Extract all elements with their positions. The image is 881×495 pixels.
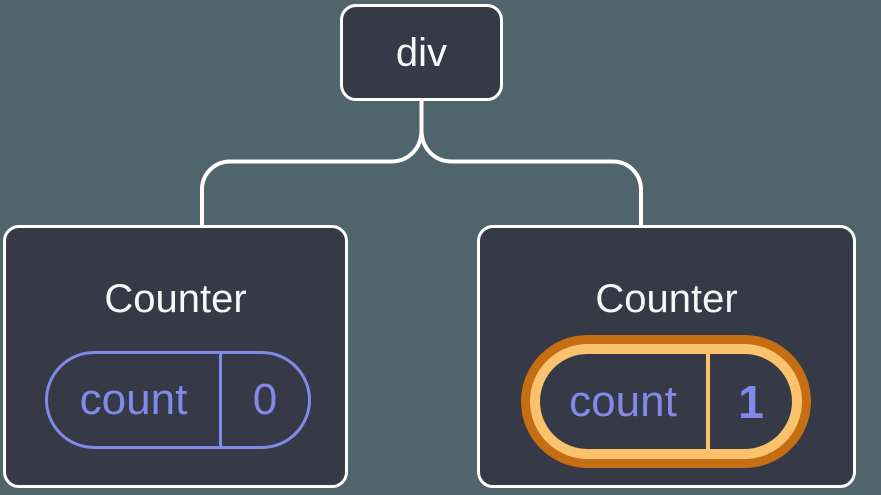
highlight-ring-outer: count 1 (521, 335, 811, 468)
state-key-cell: count (48, 354, 222, 446)
state-pill-highlighted: count 1 (540, 354, 792, 449)
state-key-label: count (79, 375, 188, 424)
edge-right-child (419, 128, 643, 229)
counter-node-right: Counter count 1 (477, 225, 856, 488)
state-value-label: 0 (252, 375, 278, 424)
state-key-cell: count (540, 354, 710, 449)
state-value-label: 1 (738, 375, 764, 428)
counter-title: Counter (595, 277, 738, 321)
tree-edges (200, 97, 643, 229)
root-node: div (340, 4, 503, 101)
edge-left-child (200, 128, 424, 229)
state-pill: count 0 (45, 351, 311, 449)
root-node-label: div (395, 30, 448, 75)
state-value-cell: 1 (710, 354, 792, 449)
highlight-ring-inner: count 1 (530, 344, 802, 459)
state-value-cell: 0 (222, 354, 308, 446)
counter-node-left: Counter count 0 (3, 225, 348, 488)
counter-title: Counter (104, 277, 247, 321)
state-key-label: count (569, 376, 677, 426)
